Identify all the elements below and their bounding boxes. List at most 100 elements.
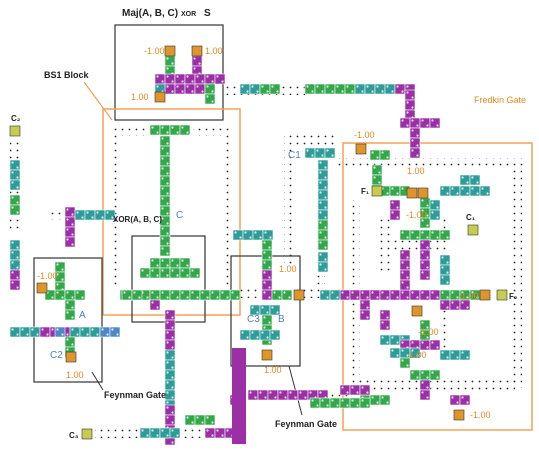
qca-cell-dot <box>294 396 297 399</box>
qca-cell-dot <box>411 129 414 132</box>
qca-cell-dot <box>263 291 266 294</box>
qca-cell <box>261 249 273 261</box>
qca-cell <box>164 349 176 361</box>
qca-cell <box>159 175 171 187</box>
qca-cell-dot <box>268 276 271 279</box>
qca-cell-dot <box>466 356 469 359</box>
qca-cell-dot <box>366 404 369 407</box>
qca-cell-dot <box>264 231 267 234</box>
qca-cell <box>164 55 176 67</box>
qca-cell-dot <box>378 171 381 174</box>
qca-cell-dot <box>181 90 184 93</box>
qca-cell-dot <box>96 211 99 214</box>
qca-cell-dot <box>319 191 322 194</box>
qca-cell-dot <box>181 259 184 262</box>
qca-cell-dot <box>396 341 399 344</box>
qca-cell-dot <box>426 246 429 249</box>
qca-cell-dot <box>481 187 484 190</box>
qca-cell <box>164 379 176 391</box>
fredkin-gate-box <box>342 142 533 431</box>
qca-cell <box>469 185 481 197</box>
qca-cell <box>379 289 391 301</box>
qca-cell-dot <box>196 274 199 277</box>
qca-cell-dot <box>221 80 224 83</box>
qca-cell <box>409 137 421 149</box>
qca-cell-dot <box>426 124 429 127</box>
qca-cell-dot <box>306 85 309 88</box>
qca-cell-dot <box>451 351 454 354</box>
qca-cell-dot <box>396 192 399 195</box>
qca-cell-dot <box>61 268 64 271</box>
qca-cell-dot <box>166 321 169 324</box>
qca-cell-dot <box>401 187 404 190</box>
qca-cell <box>174 73 186 85</box>
qca-cell-dot <box>249 391 252 394</box>
qca-cell-dot <box>426 236 429 239</box>
qca-cell-dot <box>466 306 469 309</box>
qca-cell-dot <box>261 306 264 309</box>
feynman-gate-left-label: Feynman Gate <box>104 390 166 400</box>
qca-cell-dot <box>451 396 454 399</box>
qca-cell-dot <box>461 291 464 294</box>
qca-cell-dot <box>411 291 414 294</box>
qca-cell <box>317 209 329 221</box>
qca-cell-dot <box>386 326 389 329</box>
polarisation-value: -1.00 <box>458 291 479 301</box>
qca-cell-dot <box>171 316 174 319</box>
qca-cell-dot <box>191 421 194 424</box>
qca-cell-dot <box>186 416 189 419</box>
qca-cell-dot <box>171 386 174 389</box>
qca-cell <box>409 369 421 381</box>
qca-cell <box>164 73 176 85</box>
qca-cell-dot <box>431 211 434 214</box>
qca-cell-dot <box>166 381 169 384</box>
qca-cell-dot <box>289 391 292 394</box>
qca-cell <box>159 135 171 147</box>
qca-cell-dot <box>241 331 244 334</box>
qca-cell-dot <box>186 274 189 277</box>
qca-cell-dot <box>376 296 379 299</box>
qca-cell-dot <box>266 311 269 314</box>
polarisation-value: -1.00 <box>470 410 491 420</box>
qca-cell-dot <box>171 376 174 379</box>
qca-cell-dot <box>311 154 314 157</box>
qca-cell <box>169 289 181 301</box>
qca-cell <box>261 239 273 251</box>
qca-cell <box>459 174 471 186</box>
qca-cell-dot <box>319 221 322 224</box>
qca-cell-dot <box>341 90 344 93</box>
qca-cell <box>324 83 336 95</box>
qca-cell <box>409 229 421 241</box>
qca-cell-dot <box>416 236 419 239</box>
qca-cell-dot <box>381 90 384 93</box>
qca-cell-dot <box>441 187 444 190</box>
qca-cell-dot <box>268 256 271 259</box>
qca-cell <box>439 349 451 361</box>
qca-cell-dot <box>378 181 381 184</box>
qca-cell <box>379 319 391 331</box>
input-cell <box>81 428 93 440</box>
qca-cell-dot <box>161 187 164 190</box>
qca-cell-dot <box>416 144 419 147</box>
wire <box>50 210 70 220</box>
polarisation-value: -1.00 <box>418 327 439 337</box>
qca-cell <box>69 326 81 338</box>
qca-cell-dot <box>319 171 322 174</box>
qca-cell-dot <box>319 241 322 244</box>
qca-cell <box>139 427 151 439</box>
qca-cell-dot <box>376 156 379 159</box>
qca-cell-dot <box>11 271 14 274</box>
qca-cell <box>169 124 181 136</box>
qca-cell-dot <box>11 196 14 199</box>
qca-cell-dot <box>361 301 364 304</box>
qca-cell-dot <box>324 176 327 179</box>
qca-cell-dot <box>346 296 349 299</box>
qca-cell-dot <box>486 192 489 195</box>
qca-cell-dot <box>263 271 266 274</box>
qca-cell-dot <box>324 268 327 271</box>
qca-cell-dot <box>166 212 169 215</box>
qca-cell-dot <box>111 328 114 331</box>
qca-cell-dot <box>138 296 141 299</box>
qca-cell-dot <box>166 67 169 70</box>
qca-cell-dot <box>319 211 322 214</box>
